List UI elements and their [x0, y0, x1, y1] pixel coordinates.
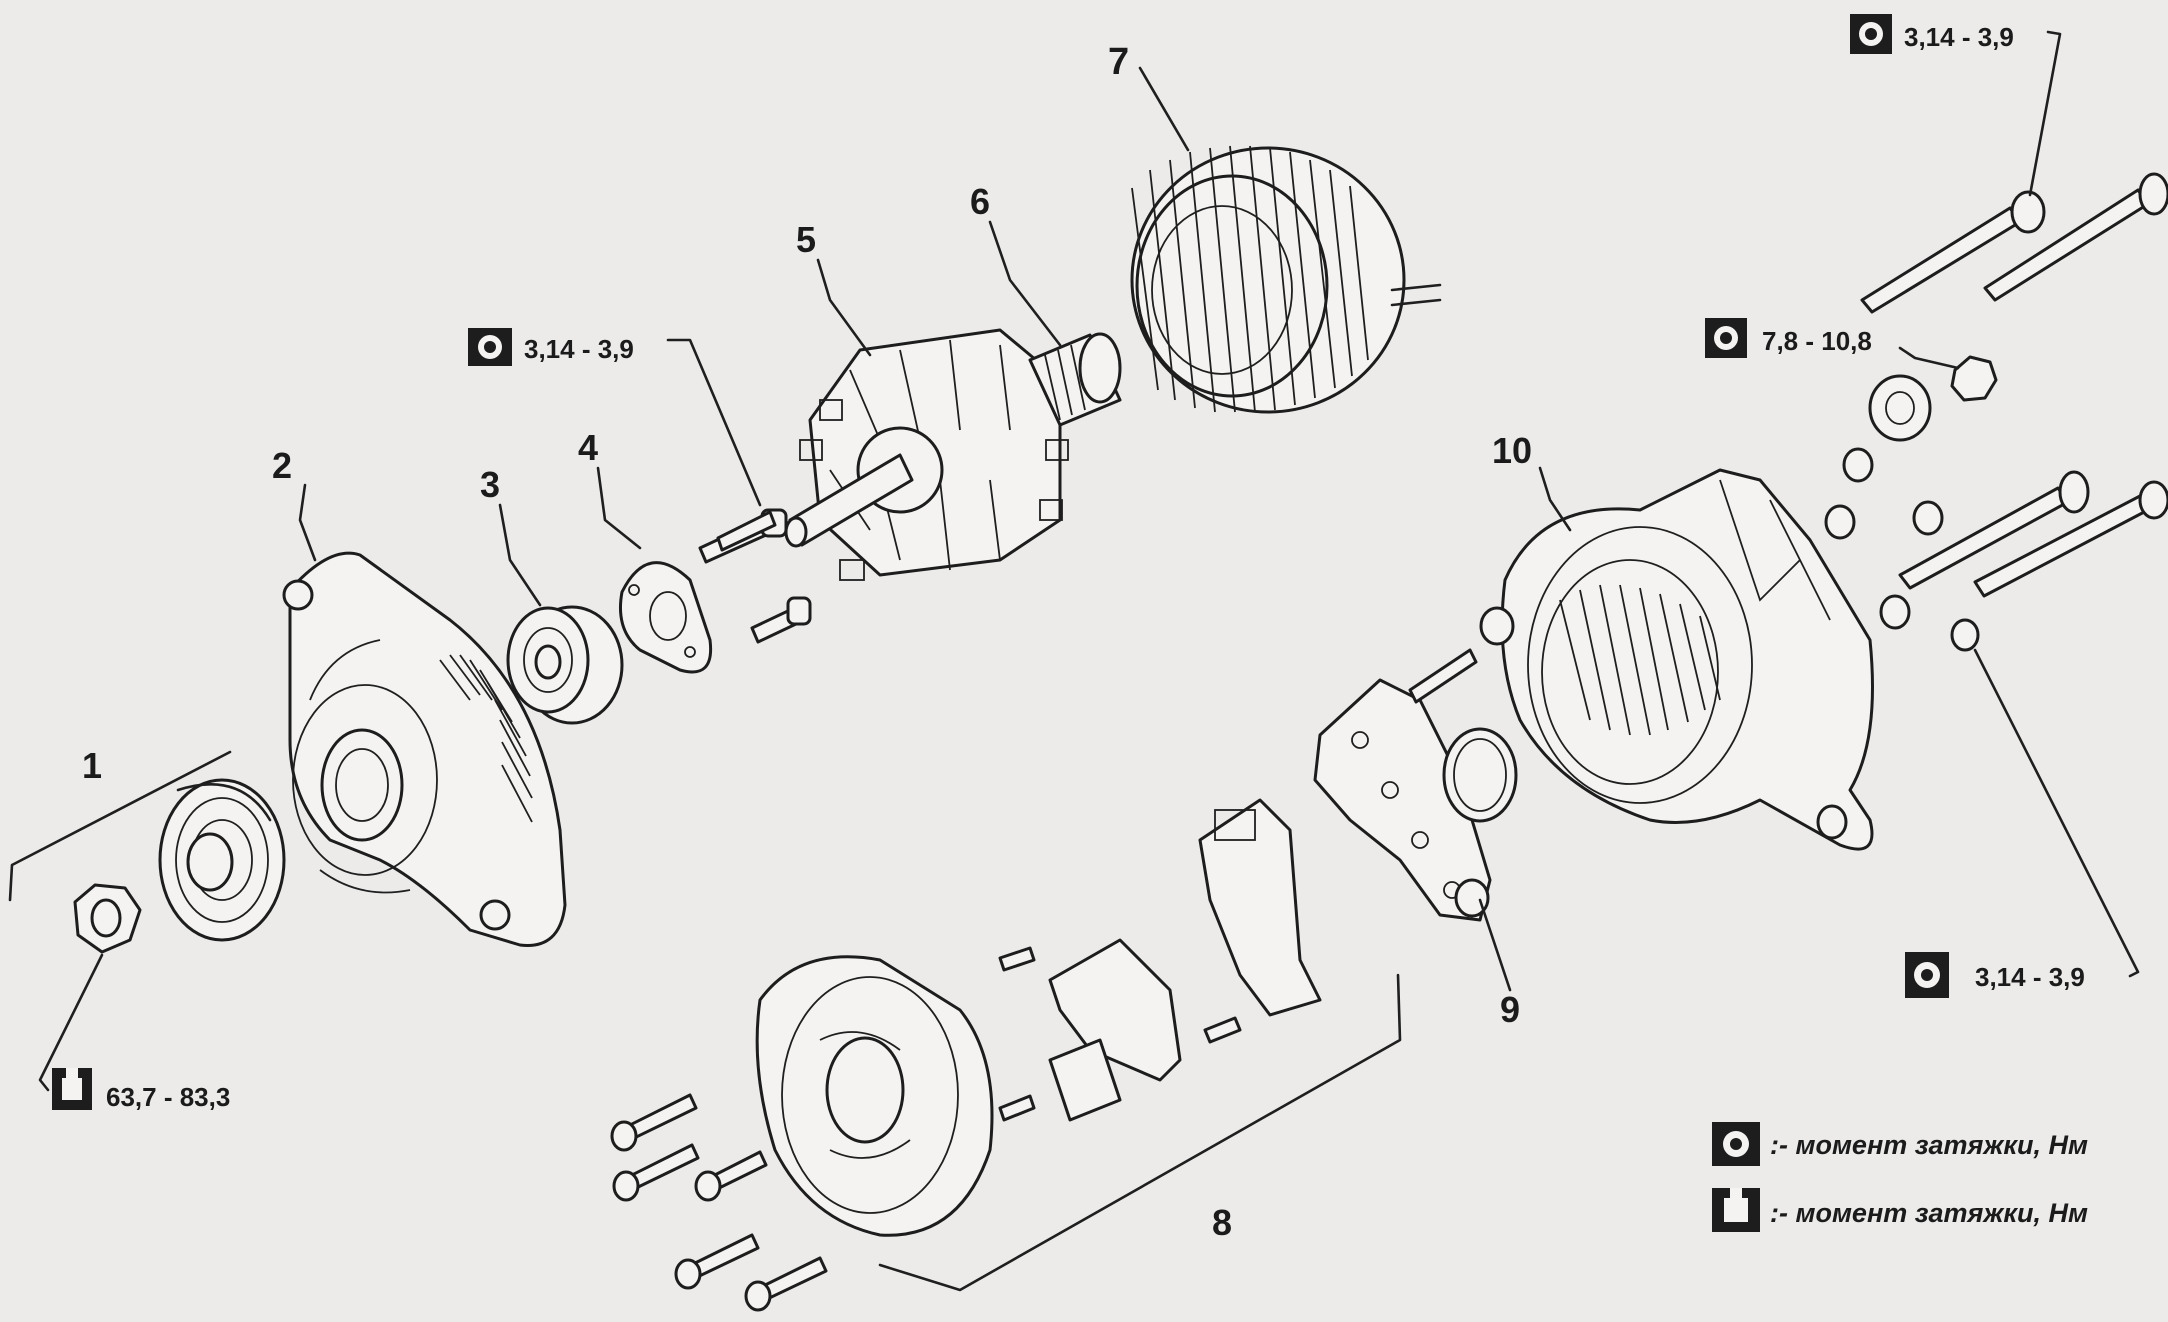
cover-bolts — [610, 1093, 828, 1312]
part-4-retainer-plate — [618, 561, 713, 674]
torque-label-pulley-nut: 63,7 - 83,3 — [38, 953, 230, 1112]
open-wrench-icon — [1712, 1188, 1760, 1232]
torque-label-top-right: 3,14 - 3,9 — [1850, 14, 2062, 197]
callout-6: 6 — [970, 181, 990, 222]
part-8-regulator — [998, 798, 1322, 1122]
part-3-bearing — [506, 605, 624, 725]
callout-3: 3 — [480, 464, 500, 505]
callout-2: 2 — [272, 445, 292, 486]
callout-4: 4 — [578, 427, 598, 468]
torque-label-rear-nuts: 3,14 - 3,9 — [1905, 648, 2140, 998]
through-bolts-upper — [1860, 172, 2168, 314]
part-9-rectifier — [1313, 648, 1492, 922]
callout-10: 10 — [1492, 430, 1532, 471]
torque-label-terminal-nut: 7,8 - 10,8 — [1705, 318, 1960, 370]
legend-torque-wrench-text: :- момент затяжки, Нм — [1770, 1198, 2088, 1228]
callout-8: 8 — [1212, 1202, 1232, 1243]
svg-text:3,14 - 3,9: 3,14 - 3,9 — [1904, 22, 2014, 52]
part-6-slip-ring — [1028, 332, 1122, 427]
svg-text:63,7 - 83,3: 63,7 - 83,3 — [106, 1082, 230, 1112]
clip — [1442, 727, 1518, 823]
part-1-nut — [73, 883, 142, 954]
torque-wrench-icon — [1712, 1122, 1760, 1166]
part-8-rear-cover — [755, 955, 994, 1237]
torque-label-rotor-screws: 3,14 - 3,9 — [468, 328, 762, 507]
callout-1: 1 — [82, 745, 102, 786]
svg-text:3,14 - 3,9: 3,14 - 3,9 — [524, 334, 634, 364]
part-10-rear-housing — [1479, 468, 1874, 851]
callout-9: 9 — [1500, 989, 1520, 1030]
svg-text:7,8 - 10,8: 7,8 - 10,8 — [1762, 326, 1872, 356]
legend: :- момент затяжки, Нм :- момент затяжки,… — [1712, 1122, 2088, 1232]
part-1-pulley — [158, 778, 286, 942]
callout-7: 7 — [1108, 41, 1129, 83]
part-5-rotor — [784, 328, 1069, 581]
through-bolts-lower — [1879, 470, 2168, 652]
terminal-insulator — [1824, 355, 1998, 540]
callout-5: 5 — [796, 219, 816, 260]
part-2-front-housing — [282, 551, 567, 947]
part-7-stator — [1130, 145, 1442, 414]
svg-text:3,14 - 3,9: 3,14 - 3,9 — [1975, 962, 2085, 992]
legend-torque-text: :- момент затяжки, Нм — [1770, 1130, 2088, 1160]
rotor-screws — [698, 508, 812, 644]
